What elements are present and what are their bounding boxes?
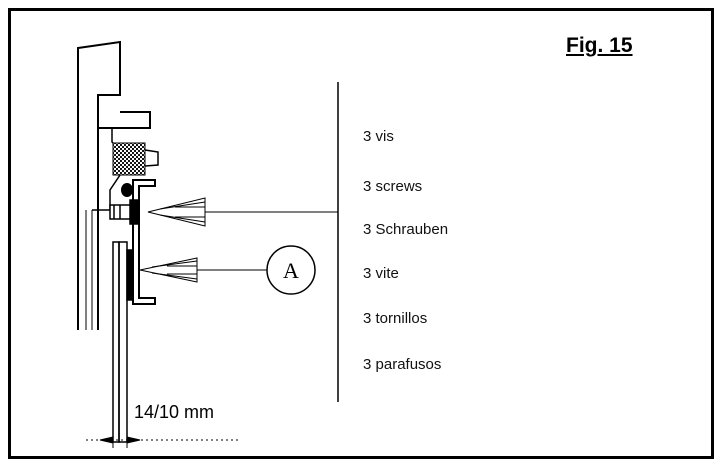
bracket	[132, 179, 156, 305]
callout-letter: A	[283, 258, 299, 283]
label-es: 3 tornillos	[363, 310, 428, 327]
lower-screw-cone	[139, 257, 198, 283]
label-pt: 3 parafusos	[363, 356, 442, 373]
blade	[112, 241, 134, 443]
figure-title: Fig. 15	[566, 34, 633, 57]
label-en: 3 screws	[363, 178, 423, 195]
label-fr: 3 vis	[363, 128, 394, 145]
figure-frame	[8, 8, 714, 459]
callout-circle	[266, 245, 316, 295]
label-it: 3 vite	[363, 265, 399, 282]
seal-lip	[144, 149, 159, 167]
upper-screw-cone	[147, 197, 206, 227]
dimension-label: 14/10 mm	[134, 402, 215, 422]
upper-screw	[109, 199, 139, 225]
seal	[112, 142, 146, 176]
label-de: 3 Schrauben	[363, 221, 449, 238]
o-ring	[121, 183, 133, 197]
dimension-markers	[86, 410, 240, 448]
